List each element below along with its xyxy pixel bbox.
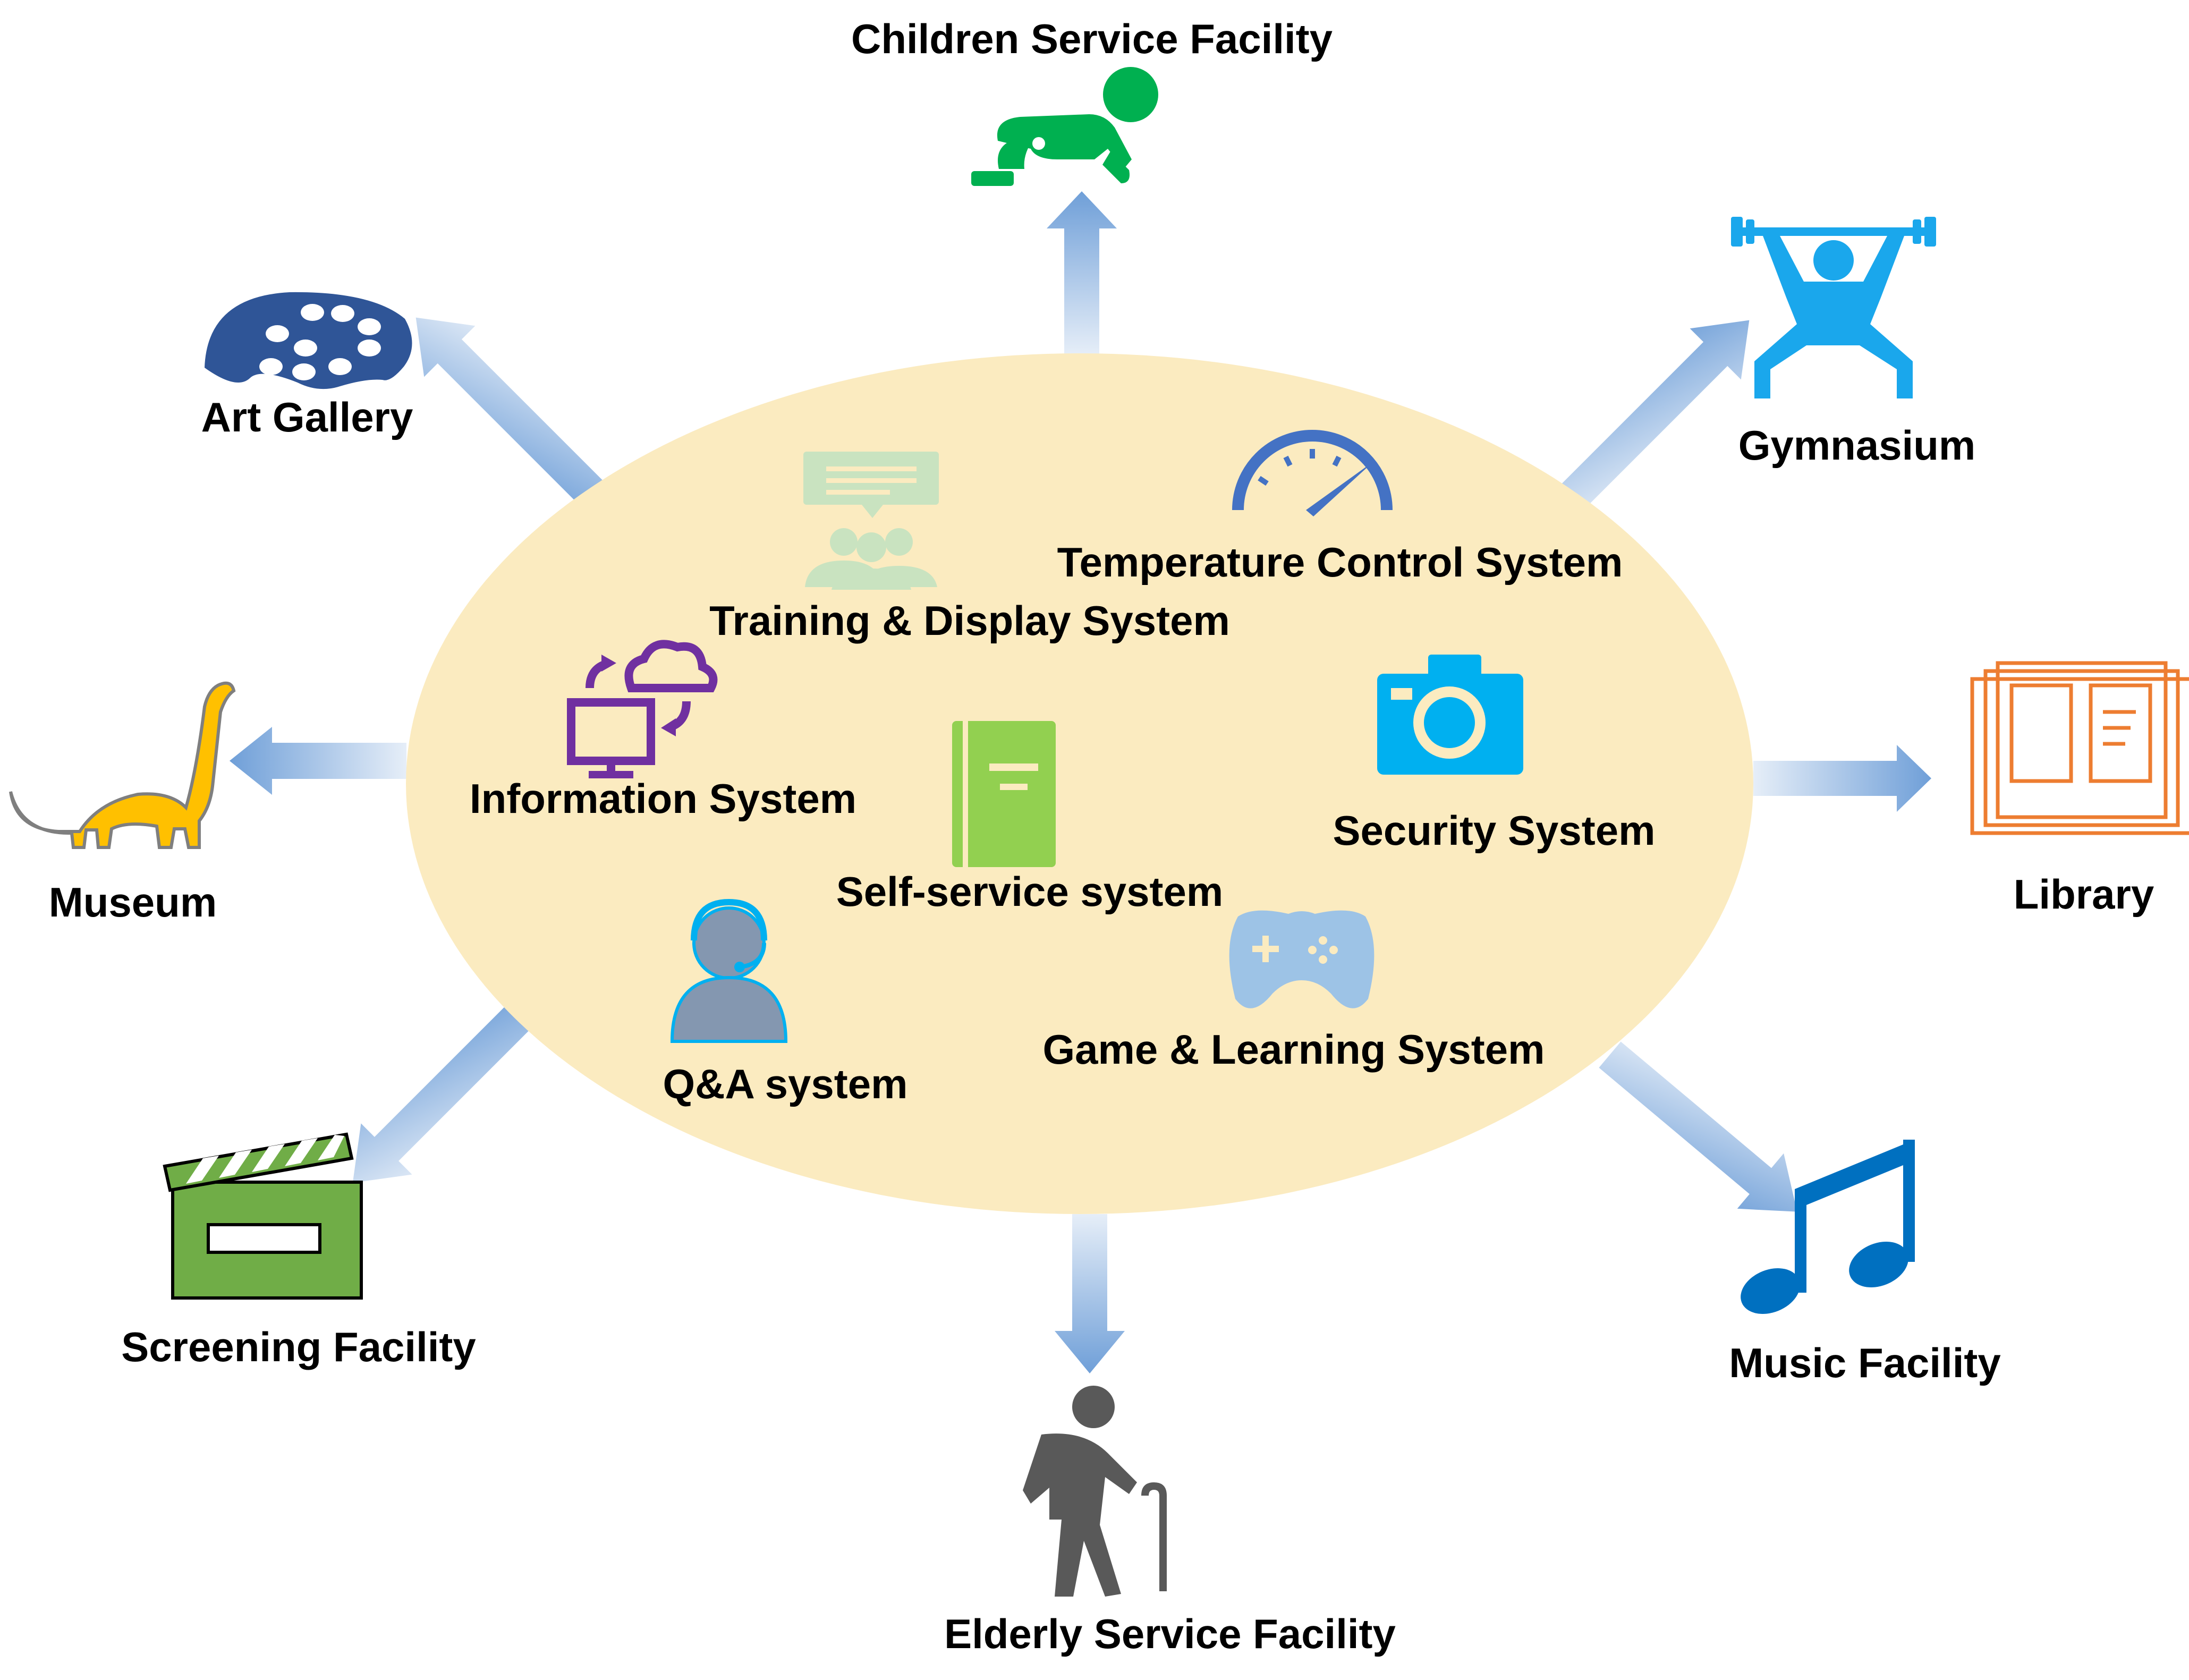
label-temperature: Temperature Control System (1057, 539, 1623, 586)
open-book-icon (1970, 661, 2189, 835)
label-information: Information System (470, 775, 856, 822)
label-children: Children Service Facility (851, 15, 1333, 62)
label-gymnasium: Gymnasium (1738, 422, 1975, 469)
gauge-icon (1232, 430, 1393, 516)
headset-person-icon (670, 898, 788, 1043)
arrow-down (1055, 1214, 1125, 1373)
label-security: Security System (1333, 807, 1656, 854)
label-screening: Screening Facility (121, 1323, 476, 1370)
arrow-down-right (1599, 1041, 1797, 1212)
label-music: Music Facility (1729, 1339, 2001, 1386)
music-note-icon (1741, 1140, 1915, 1314)
dinosaur-icon (9, 681, 236, 849)
system-labels: Training & Display System Temperature Co… (470, 539, 1656, 1107)
arrow-left (230, 727, 406, 795)
gamepad-icon (1229, 910, 1375, 1008)
label-qa: Q&A system (663, 1060, 908, 1107)
arrow-down-left (352, 1005, 530, 1183)
arrows (230, 191, 1931, 1373)
elderly-person-icon (1023, 1386, 1167, 1597)
arrow-up (1047, 191, 1117, 355)
clapperboard-icon (163, 1132, 363, 1300)
crawling-baby-icon (971, 67, 1158, 186)
cloud-computer-icon (567, 640, 718, 778)
facility-labels: Children Service Facility Gymnasium Libr… (49, 15, 2154, 1657)
label-art: Art Gallery (201, 394, 413, 440)
label-library: Library (2014, 871, 2154, 918)
camera-icon (1377, 655, 1523, 775)
weightlifter-icon (1731, 217, 1936, 398)
label-elderly: Elderly Service Facility (944, 1610, 1396, 1657)
label-training: Training & Display System (709, 597, 1230, 644)
label-selfservice: Self-service system (836, 868, 1223, 915)
arrow-right (1753, 745, 1931, 812)
presentation-audience-icon (803, 452, 939, 590)
label-museum: Museum (49, 879, 217, 926)
book-icon (952, 721, 1056, 867)
palette-icon (205, 292, 412, 389)
arrow-up-right (1560, 320, 1750, 509)
label-game: Game & Learning System (1043, 1026, 1545, 1073)
arrow-up-left (415, 317, 605, 506)
